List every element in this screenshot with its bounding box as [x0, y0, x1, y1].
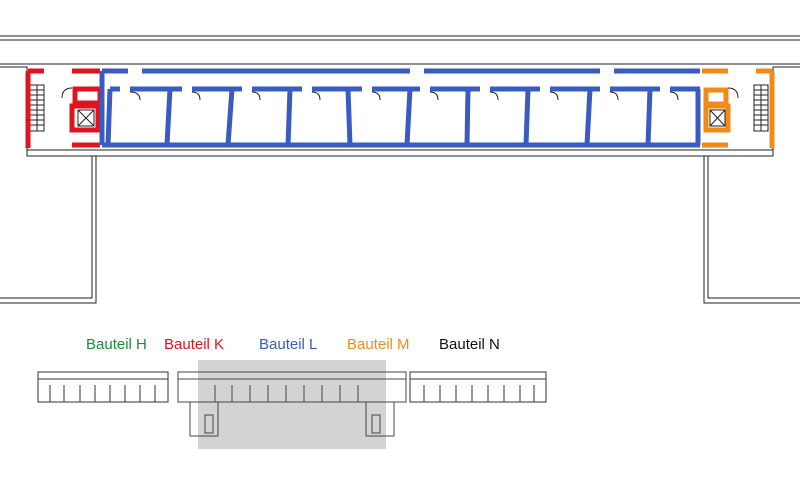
legend-bauteil-m: Bauteil M [347, 336, 410, 353]
overview-bauteil-n [409, 371, 547, 403]
legend: Bauteil H Bauteil K Bauteil L Bauteil M … [0, 336, 800, 358]
door-swing [727, 87, 739, 99]
legend-bauteil-h: Bauteil H [86, 336, 147, 353]
elevator-left-icon [77, 109, 95, 127]
building-outline [0, 66, 800, 304]
legend-bauteil-n: Bauteil N [439, 336, 500, 353]
legend-bauteil-k: Bauteil K [164, 336, 225, 353]
overview-bauteil-h [37, 371, 169, 403]
legend-bauteil-l: Bauteil L [259, 336, 318, 353]
staircase-left [29, 84, 45, 132]
staircase-right [753, 84, 769, 132]
doors-corridor [120, 68, 670, 92]
overview-highlight [198, 360, 386, 449]
overview-map [37, 360, 547, 449]
bauteil-m-walls [702, 68, 775, 148]
overview-bauteil-klm [177, 371, 407, 437]
bauteil-k-walls [25, 68, 103, 148]
elevator-right-icon [709, 109, 726, 127]
street-lines [0, 35, 800, 65]
door-swing [61, 87, 73, 99]
bauteil-l-walls [99, 68, 701, 148]
door-swings [129, 91, 679, 101]
